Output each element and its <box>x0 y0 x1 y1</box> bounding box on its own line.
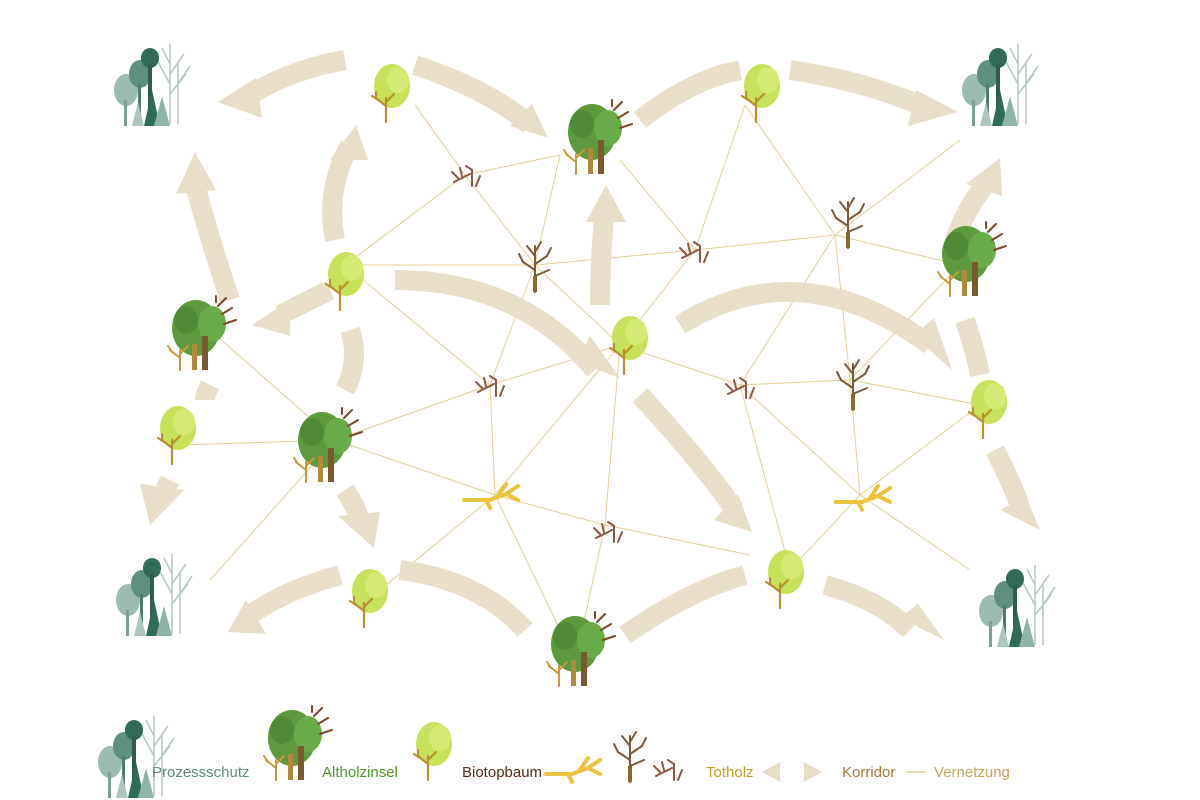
dead-tree-1 <box>518 241 552 293</box>
habitat-tree-6 <box>967 378 1009 440</box>
broken-snag-2 <box>679 241 709 263</box>
habitat-tree-icon <box>412 720 454 782</box>
legend-label-altholzinsel: Altholzinsel <box>322 764 398 781</box>
dead-tree-3 <box>836 359 870 411</box>
process-protection-forest-nw <box>113 43 191 127</box>
mixed-forest-icon <box>97 715 175 799</box>
old-growth-island-3 <box>293 407 363 483</box>
legend <box>97 705 926 799</box>
habitat-tree-2 <box>740 62 782 124</box>
deadwood-log-2 <box>834 484 892 512</box>
habitat-tree-8 <box>764 548 806 610</box>
old-growth-island-2 <box>167 295 237 371</box>
network-lines <box>179 104 981 641</box>
legend-label-vernetzung: Vernetzung <box>934 764 1010 781</box>
corridor-arrow-icon <box>762 762 822 782</box>
legend-label-prozessschutz: Prozessschutz <box>152 764 250 781</box>
process-protection-forest-ne <box>961 43 1039 127</box>
broken-snag-1 <box>451 165 481 187</box>
deadwood-icon <box>544 731 683 784</box>
legend-label-totholz: Totholz <box>706 764 754 781</box>
corridor-arrows <box>151 50 1030 644</box>
habitat-tree-3 <box>324 250 366 312</box>
legend-label-korridor: Korridor <box>842 764 896 781</box>
habitat-tree-5 <box>156 404 198 466</box>
corridor-arrowheads <box>140 78 1040 640</box>
habitat-tree-1 <box>370 62 412 124</box>
broken-snag-4 <box>725 377 755 399</box>
legend-label-biotopbaum: Biotopbaum <box>462 764 543 781</box>
process-protection-forest-se <box>978 564 1056 648</box>
habitat-tree-4 <box>608 314 650 376</box>
habitat-tree-7 <box>348 567 390 629</box>
process-protection-forest-sw <box>115 553 193 637</box>
broken-snag-5 <box>593 521 623 543</box>
